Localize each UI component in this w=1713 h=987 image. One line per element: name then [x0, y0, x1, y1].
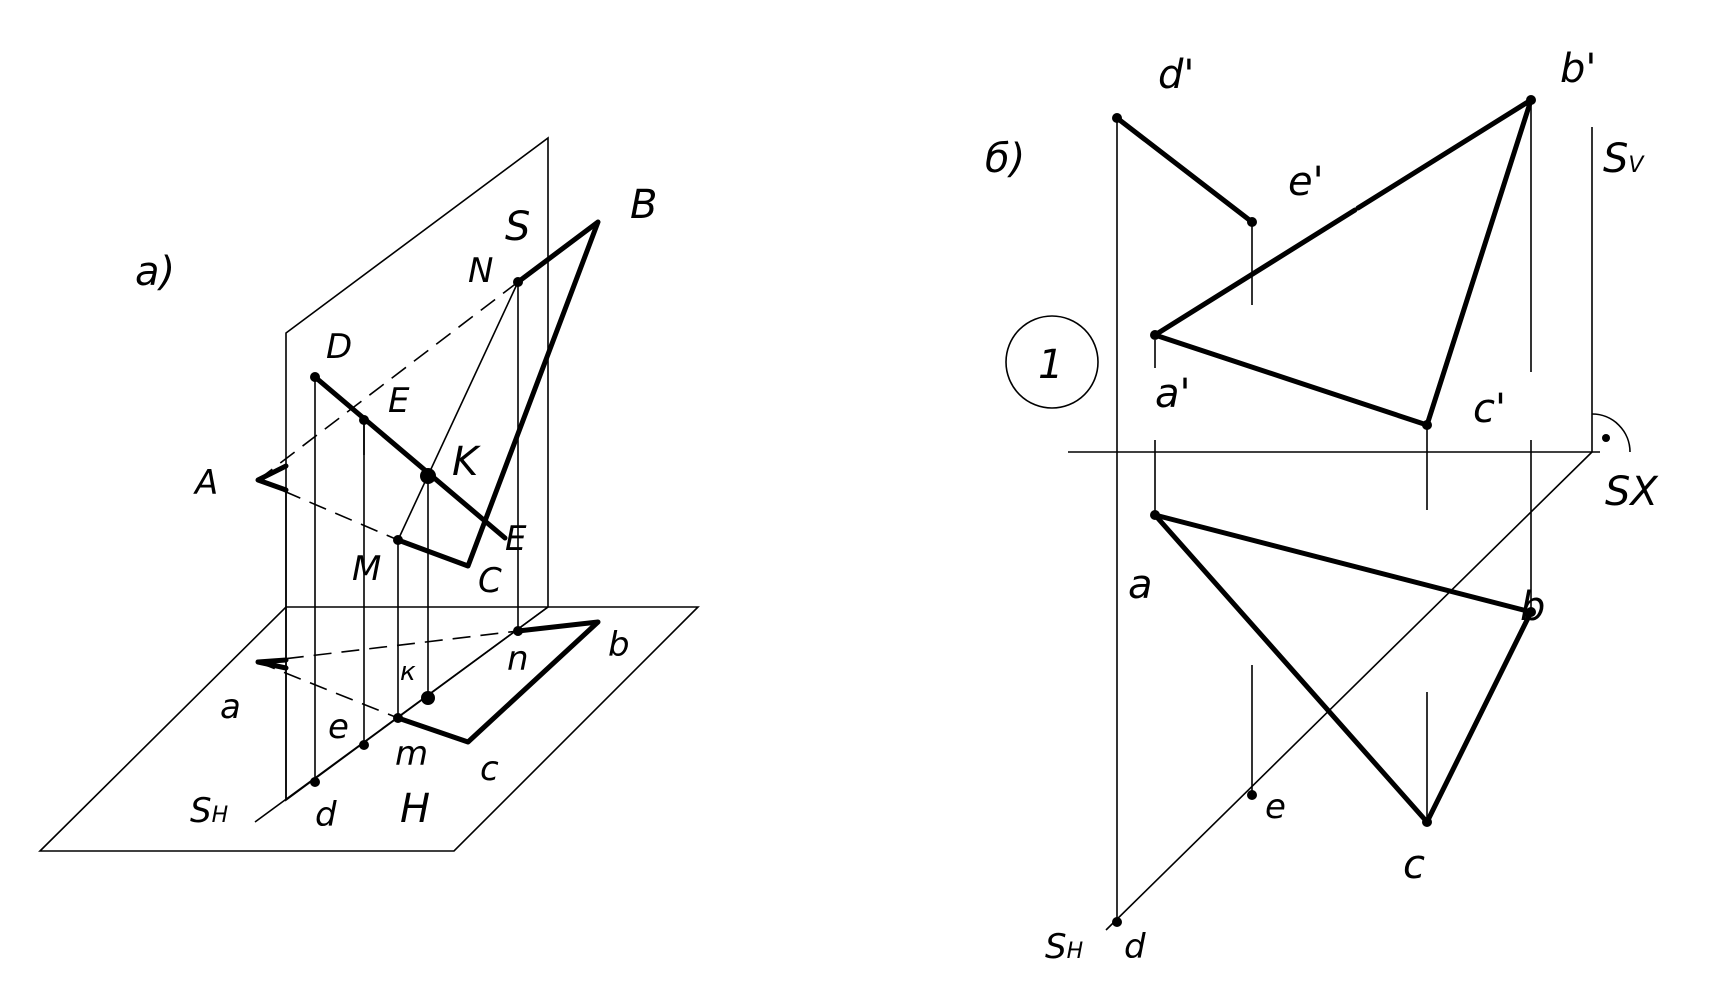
label-M: M [352, 549, 381, 589]
triangle-abc-horizontal [1152, 512, 1534, 825]
line-nm [397, 281, 519, 541]
point-d-prime [1112, 113, 1122, 123]
label-b: b [1520, 584, 1545, 630]
label-D: D [326, 327, 352, 367]
hidden-am [257, 479, 399, 541]
point-c [1422, 817, 1432, 827]
label-SH-right: SH [1045, 927, 1083, 967]
label-c-prime: c' [1473, 386, 1506, 432]
trace-sh-right [1105, 451, 1593, 931]
point-a [1150, 510, 1160, 520]
point-m [393, 535, 403, 545]
label-B: B [630, 182, 657, 228]
label-SH: SH [190, 791, 228, 831]
point-b [1526, 607, 1536, 617]
label-d: d [315, 795, 337, 835]
point-d [1112, 917, 1122, 927]
triangle-abc-visible [395, 219, 601, 569]
label-b: b [608, 625, 630, 665]
horizontal-plane-h [38, 606, 700, 852]
caption-b: б) [985, 136, 1025, 182]
label-S: S [505, 204, 530, 250]
point-d [310, 372, 320, 382]
label-c: c [1403, 842, 1425, 888]
point-d-proj [310, 777, 320, 787]
label-b-prime: b' [1560, 46, 1596, 92]
right-angle-arc [1591, 413, 1631, 453]
line-de [312, 374, 508, 541]
label-c: c [480, 749, 499, 789]
triangle-abc-projection [395, 619, 601, 745]
label-E-upper: E [388, 381, 410, 421]
label-d-prime: d' [1158, 52, 1194, 98]
hidden-am-proj [257, 661, 399, 719]
triangle-a-proj-corner [255, 657, 289, 671]
point-k-proj [421, 691, 435, 705]
label-A: A [193, 463, 218, 503]
label-m: m [395, 734, 428, 774]
point-c-prime [1422, 420, 1432, 430]
triangle-a-corner [255, 463, 289, 493]
point-b-prime [1526, 95, 1536, 105]
label-Sv: SV [1603, 136, 1645, 182]
label-K: K [452, 439, 481, 485]
label-d: d [1124, 927, 1146, 967]
label-a: a [1128, 562, 1153, 608]
label-E-lower: E [505, 519, 527, 559]
label-N: N [468, 251, 493, 291]
point-e [359, 415, 369, 425]
right-figure: 1 б) d' b' SV e' a' c' SX a b e c SH d [985, 46, 1659, 967]
segment-a-b-prime-lower [1152, 207, 1358, 338]
point-a-prime [1150, 330, 1160, 340]
circled-number-ring [1005, 315, 1099, 409]
hidden-an-proj [257, 630, 519, 663]
point-k [420, 468, 436, 484]
point-e-prime [1247, 217, 1257, 227]
label-a: a [220, 687, 241, 727]
label-e: e [1265, 787, 1286, 827]
label-e-prime: e' [1288, 159, 1324, 205]
point-m-proj [393, 713, 403, 723]
caption-a: а) [135, 249, 175, 295]
label-k: к [400, 657, 416, 687]
label-H: H [400, 786, 430, 832]
segment-d-e-prime [1114, 115, 1255, 225]
label-C: C [478, 561, 502, 601]
label-e: e [328, 707, 349, 747]
label-a-prime: a' [1155, 371, 1191, 417]
point-e [1247, 790, 1257, 800]
right-angle-dot [1602, 434, 1610, 442]
left-figure: а) S B N D E K A E M C n b к a e m c SH … [38, 136, 700, 852]
label-Sx: SX [1605, 469, 1659, 515]
point-e-proj [359, 740, 369, 750]
point-n [513, 277, 523, 287]
label-n: n [507, 639, 529, 679]
circled-number: 1 [1038, 342, 1063, 388]
point-n-proj [513, 626, 523, 636]
triangle-abc-frontal [1152, 97, 1534, 428]
